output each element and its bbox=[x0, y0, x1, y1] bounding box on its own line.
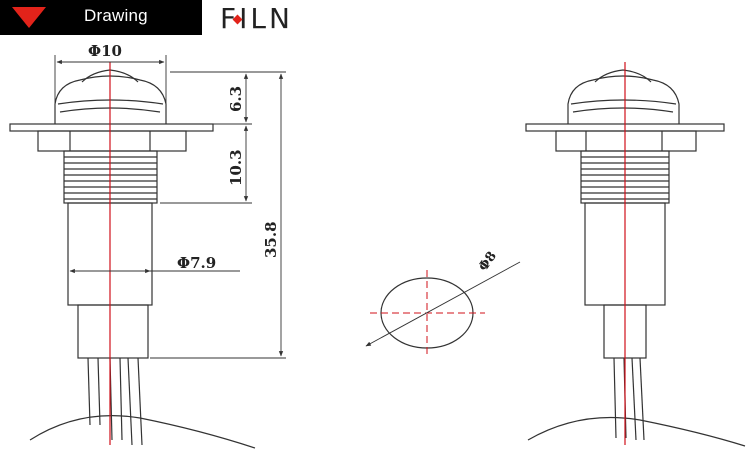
right-dome bbox=[567, 75, 680, 124]
header-label: Drawing bbox=[84, 6, 148, 25]
right-ground-line bbox=[527, 416, 746, 447]
dim-dome-height-label: 6.3 bbox=[227, 86, 245, 112]
dim-head-diameter-label: Φ10 bbox=[88, 42, 122, 60]
dim-thread-length-label: 10.3 bbox=[227, 149, 245, 186]
dim-head-diameter bbox=[54, 55, 167, 104]
right-nut bbox=[555, 130, 697, 152]
brand-name: FILN bbox=[220, 2, 293, 35]
left-nut bbox=[37, 130, 187, 152]
header-bar: Drawing bbox=[0, 0, 202, 35]
left-flange bbox=[9, 123, 214, 132]
left-view bbox=[9, 69, 256, 449]
dim-vertical-lines bbox=[150, 71, 286, 359]
triangle-marker-icon bbox=[12, 7, 46, 28]
right-wires bbox=[613, 357, 645, 441]
left-sleeve bbox=[77, 304, 149, 359]
dim-body-diameter-label: Φ7.9 bbox=[177, 254, 216, 272]
dim-mount-hole-label: Φ8 bbox=[476, 249, 500, 274]
left-wires bbox=[87, 357, 143, 446]
mount-hole-dim-line bbox=[365, 261, 521, 347]
mount-hole-view bbox=[365, 261, 521, 356]
dim-total-length-label: 35.8 bbox=[262, 221, 280, 258]
brand-logo: FILN bbox=[220, 3, 320, 35]
left-ground-line bbox=[29, 415, 256, 449]
right-view bbox=[525, 69, 746, 447]
